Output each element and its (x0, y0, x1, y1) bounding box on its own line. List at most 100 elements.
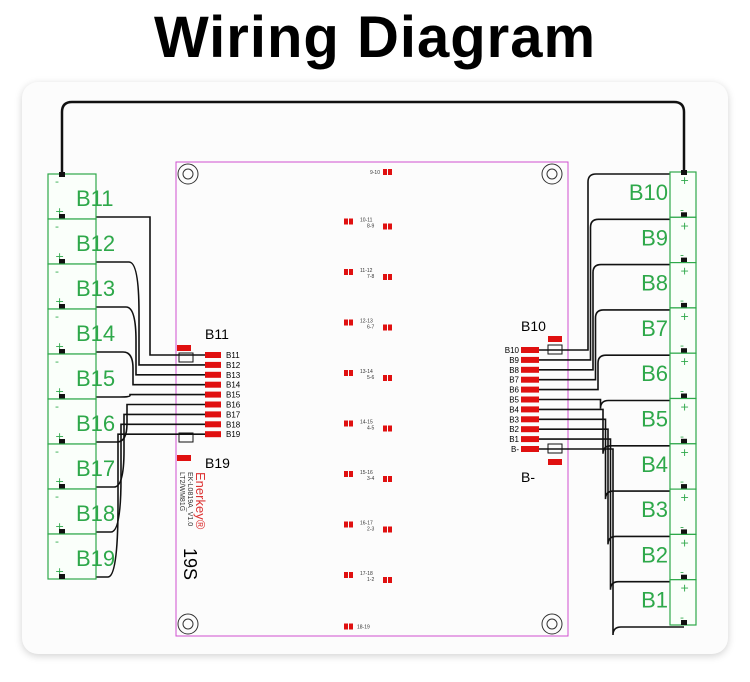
negative-terminal-label: - (680, 294, 684, 307)
positive-terminal-label: + (680, 491, 689, 504)
pad (383, 476, 387, 482)
left-pin-b12 (205, 361, 221, 368)
terminal-dot (59, 529, 65, 534)
positive-terminal-label: + (680, 582, 689, 595)
pad (349, 269, 353, 275)
cell-label-b4: B4 (641, 452, 668, 477)
terminal-dot (59, 574, 65, 579)
pad (388, 476, 392, 482)
pad (388, 274, 392, 280)
pad (388, 223, 392, 230)
mount-hole-inner (546, 618, 558, 630)
left-connector-tab (177, 345, 191, 351)
pad (383, 274, 387, 280)
pad (344, 370, 348, 376)
right-pin-b9 (521, 356, 539, 363)
pad-label: 16-17 (360, 521, 373, 527)
pad-label: 3-4 (367, 476, 374, 482)
left-pin-label-b17: B17 (226, 410, 241, 419)
pad (383, 526, 387, 533)
pad-label: 2-3 (367, 527, 374, 533)
brand-label: Enerkey® (193, 472, 208, 530)
cell-label-b19: B19 (76, 546, 115, 571)
positive-terminal-label: + (55, 295, 64, 308)
cell-b11 (47, 173, 97, 220)
left-pin-b17 (205, 411, 221, 418)
positive-terminal-label: + (680, 219, 689, 232)
right-pin-label-b10: B10 (505, 346, 520, 355)
right-connector-bottom-label: B- (521, 469, 535, 485)
cell-label-b8: B8 (641, 271, 668, 296)
wire-b17 (65, 413, 205, 488)
cell-label-b14: B14 (76, 321, 115, 346)
positive-terminal-label: + (55, 475, 64, 488)
wire-b14 (65, 351, 205, 386)
pad (383, 169, 387, 175)
cell-b17 (47, 443, 97, 490)
right-pin-label-b8: B8 (509, 366, 519, 375)
pad (344, 420, 348, 427)
positive-terminal-label: + (55, 430, 64, 443)
right-connector-tab (548, 459, 562, 465)
pad-label: 10-11 (360, 218, 373, 224)
right-pin-label-b4: B4 (509, 405, 519, 414)
wire-right-b7 (539, 309, 684, 381)
terminal-dot (681, 212, 687, 218)
right-pin-b7 (521, 376, 539, 383)
left-pin-label-b12: B12 (226, 361, 241, 370)
terminal-dot (681, 348, 687, 354)
left-bottom-marker (178, 432, 194, 443)
cell-label-b5: B5 (641, 407, 668, 432)
left-pin-b16 (205, 401, 221, 408)
mount-hole-outer (177, 613, 199, 635)
pad (349, 370, 353, 376)
terminal-dot (59, 304, 65, 309)
left-connector-tab (177, 455, 191, 461)
right-pin-b8 (521, 366, 539, 373)
left-cell-stack: B11-+B12-+B13-+B14-+B15-+B16-+B17-+B18-+… (47, 172, 115, 580)
pad (383, 375, 387, 381)
cell-label-b3: B3 (641, 497, 668, 522)
positive-terminal-label: + (680, 536, 689, 549)
pad (344, 269, 348, 275)
right-pin-label-b1: B1 (509, 435, 519, 444)
wire-b19 (65, 433, 205, 578)
right-pin-b2 (521, 426, 539, 433)
right-pin-label-b3: B3 (509, 415, 519, 424)
left-pin-label-b14: B14 (226, 381, 241, 390)
positive-terminal-label: + (55, 385, 64, 398)
pad (388, 169, 392, 175)
cell-label-b13: B13 (76, 276, 115, 301)
mount-hole-inner (182, 168, 194, 180)
right-pin-b4 (521, 406, 539, 413)
mount-hole-outer (177, 163, 199, 185)
mount-hole-inner (182, 618, 194, 630)
negative-terminal-label: - (680, 339, 684, 352)
right-pin-b1 (521, 436, 539, 443)
terminal-dot (681, 438, 687, 444)
negative-terminal-label: - (680, 385, 684, 398)
balance-pad-group: 15-163-4 (344, 470, 392, 482)
right-pin-b3 (521, 416, 539, 423)
cell-b5 (669, 397, 697, 445)
negative-terminal-label: - (680, 520, 684, 533)
cell-b6 (669, 352, 697, 400)
cell-label-b9: B9 (641, 225, 668, 250)
positive-terminal-label: + (680, 174, 689, 187)
cell-b18 (47, 488, 97, 535)
pad (388, 425, 392, 432)
positive-terminal-label: + (680, 355, 689, 368)
left-connector-top-label: B11 (205, 326, 229, 342)
pad-label: 4-5 (367, 426, 374, 432)
mount-hole-inner (546, 168, 558, 180)
left-pin-b13 (205, 371, 221, 378)
left-pin-label-b13: B13 (226, 371, 241, 380)
terminal-dot (681, 393, 687, 399)
negative-terminal-label: - (680, 566, 684, 579)
terminal-dot (59, 394, 65, 399)
pad-label: 8-9 (367, 224, 374, 230)
pad (344, 218, 348, 225)
pad (349, 623, 353, 630)
left-pin-b11 (205, 352, 221, 358)
